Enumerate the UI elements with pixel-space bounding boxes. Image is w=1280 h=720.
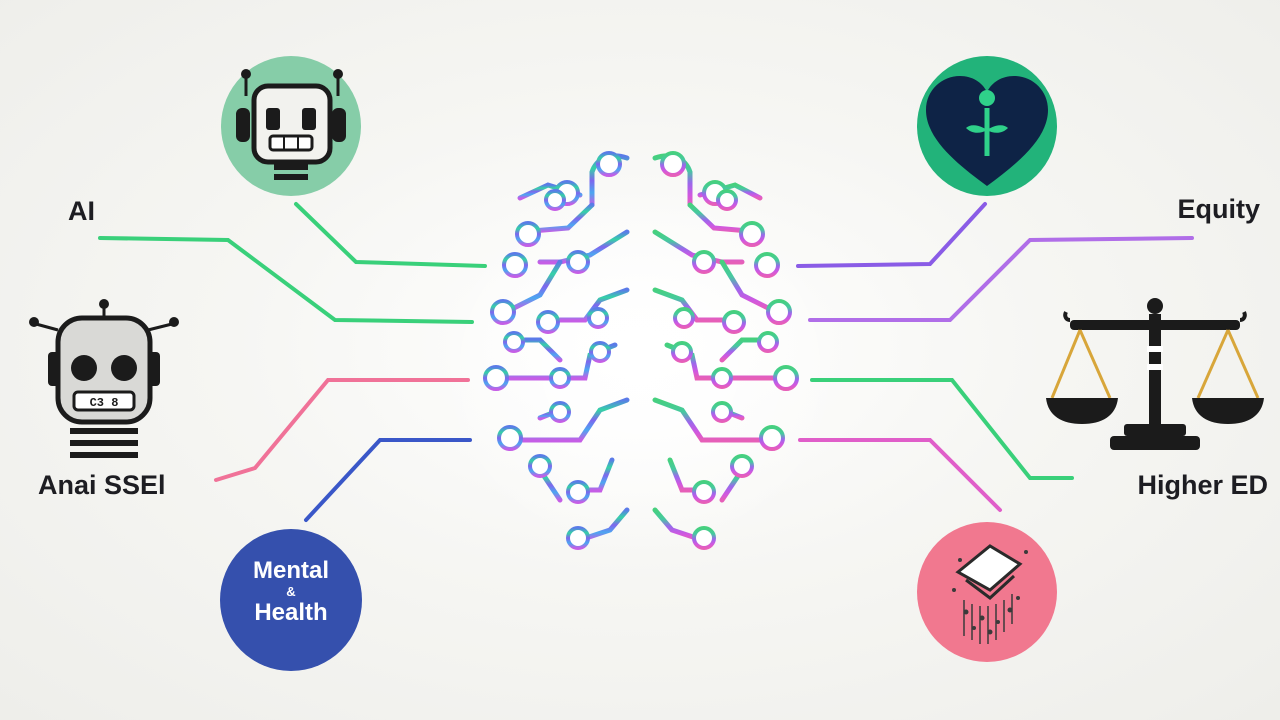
balance-scale-icon [1046, 298, 1264, 450]
mental-health-label: Mental & Health [221, 558, 361, 626]
connector-ai-upper [294, 202, 487, 268]
connector-equity-upper [796, 202, 987, 268]
connector-green-right [810, 378, 1074, 480]
connector-equity-lower [808, 236, 1194, 322]
mental-health-line3: Health [254, 599, 328, 626]
label-ai: AI [68, 196, 95, 226]
mental-health-circle [220, 529, 362, 671]
circuit-brain-icon [483, 151, 799, 550]
connectors-left [98, 202, 487, 522]
robot-antenna-icon: C3 8 [29, 299, 179, 458]
connector-pink [214, 378, 470, 482]
label-equity: Equity [1177, 194, 1260, 224]
mental-health-ampersand: & [286, 584, 296, 599]
heart-sprout-icon [917, 56, 1057, 196]
label-anai-ssel: Anai SSEl [38, 470, 166, 500]
robot-headphones-icon [221, 56, 361, 196]
connector-ai-lower [98, 236, 474, 324]
connector-blue [304, 438, 472, 522]
connectors-right [796, 202, 1194, 512]
mental-health-line1: Mental [252, 557, 329, 584]
robot-badge-text: C3 8 [90, 396, 119, 410]
connector-magenta-right [798, 438, 1002, 512]
label-higher-ed: Higher ED [1137, 470, 1268, 500]
graduation-cap-sparkle-icon [917, 522, 1057, 662]
